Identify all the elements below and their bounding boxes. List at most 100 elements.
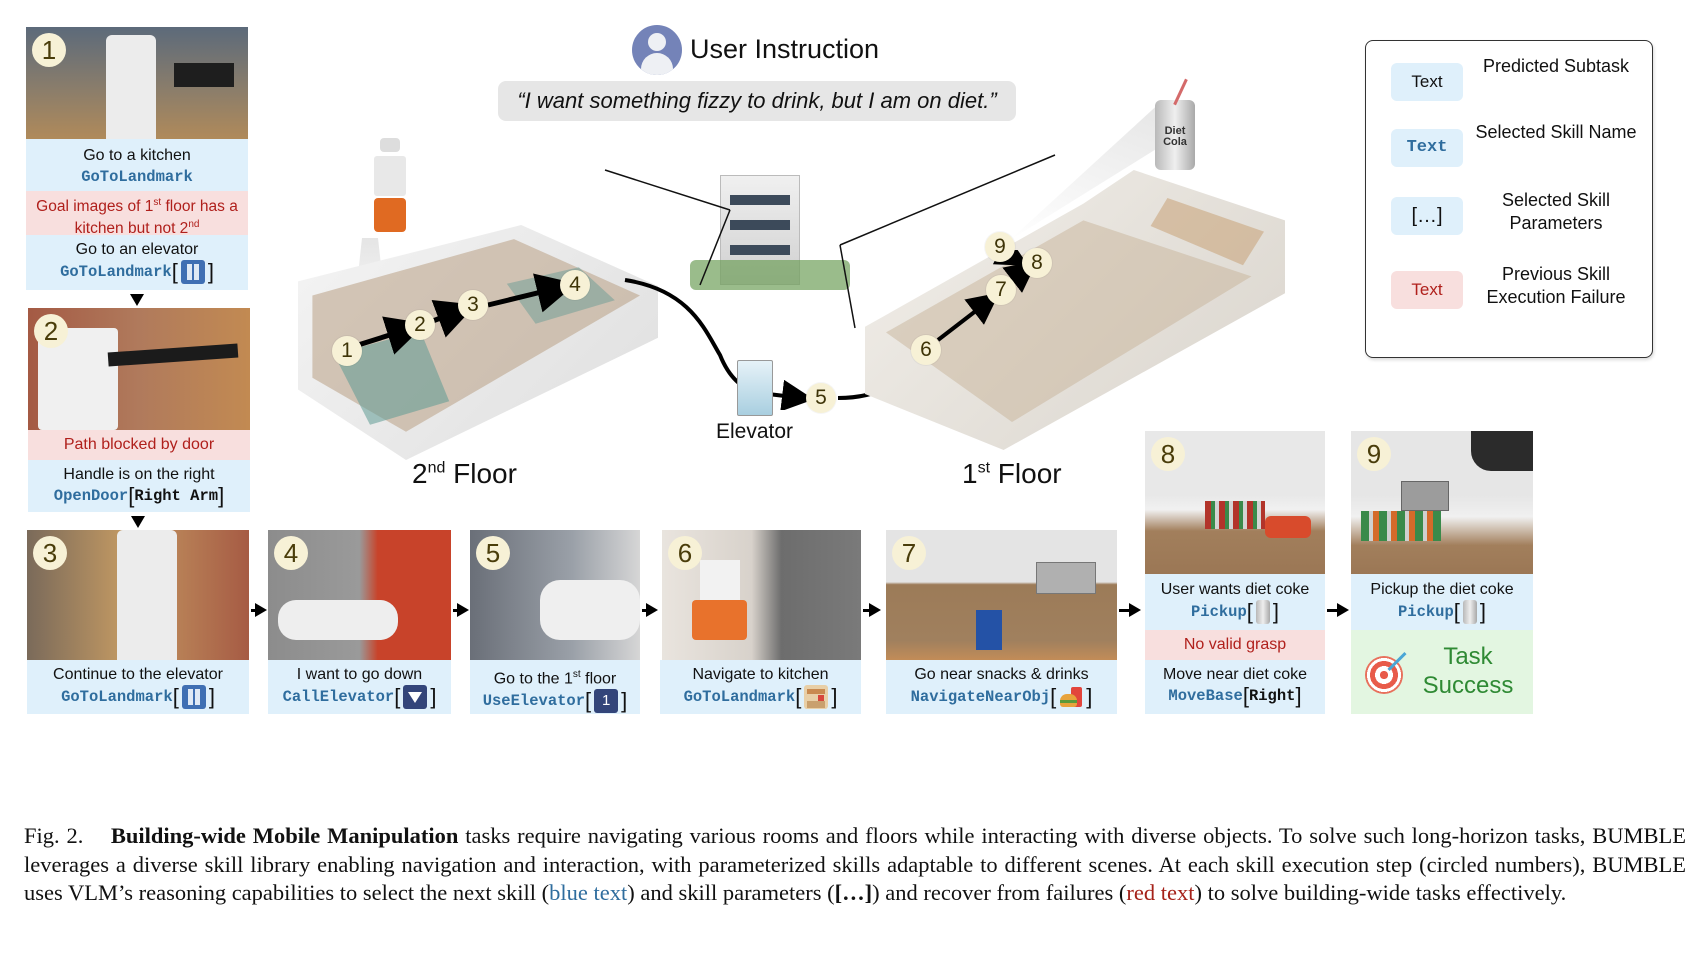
user-avatar-icon: [632, 25, 682, 75]
step-6-photo: 6: [662, 530, 861, 660]
step-8-failure-panel: No valid grasp: [1145, 630, 1325, 660]
step-1-skill-2: GoToLandmark: [60, 263, 172, 282]
step-6-badge: 6: [668, 536, 702, 570]
task-success-text: Task Success: [1422, 643, 1514, 699]
legend-label-failure: Previous Skill Execution Failure: [1486, 264, 1626, 307]
user-instruction-title: User Instruction: [690, 34, 880, 64]
user-instruction-bubble: “I want something fizzy to drink, but I …: [498, 81, 1016, 121]
step-8-photo: 8: [1145, 431, 1325, 574]
legend-label-subtask: Predicted Subtask: [1482, 56, 1630, 76]
map-waypoint-5: 5: [806, 383, 836, 413]
user-instruction-text: “I want something fizzy to drink, but I …: [517, 88, 997, 113]
step-6-subtask-panel: Navigate to kitchen GoToLandmark[]: [660, 660, 861, 714]
flow-arrow-8-9: [1327, 609, 1339, 612]
step-8-subtask-panel: User wants diet coke Pickup[]: [1145, 574, 1325, 630]
flow-arrow-3-4-head: [255, 603, 267, 617]
step-8-skill-2: MoveBase: [1168, 687, 1243, 706]
flow-arrow-5-6: [642, 609, 648, 612]
flow-arrow-4-5: [453, 609, 459, 612]
step-4-badge: 4: [274, 536, 308, 570]
legend-label-params: Selected Skill Parameters: [1501, 190, 1611, 233]
step-3-skill: GoToLandmark: [61, 688, 173, 707]
map-waypoint-7: 7: [986, 275, 1016, 305]
step-5-subtask-panel: Go to the 1st floor UseElevator[1]: [470, 660, 640, 714]
step-1-subtask-panel: Go to a kitchen GoToLandmark: [26, 139, 248, 191]
step-2-photo: 2: [28, 308, 250, 430]
map-waypoint-4: 4: [560, 270, 590, 300]
step-2-subtask: Handle is on the right: [63, 466, 215, 483]
flow-arrow-8-9-head: [1337, 603, 1349, 617]
step-2-param: Right Arm: [134, 487, 219, 506]
legend-chip-skill: Text: [1391, 129, 1463, 167]
floor-1-button-icon: 1: [594, 689, 619, 714]
map-waypoint-6: 6: [911, 335, 941, 365]
step-7-subtask: Go near snacks & drinks: [914, 666, 1089, 683]
flow-arrow-6-7-head: [869, 603, 881, 617]
step-9-badge: 9: [1357, 437, 1391, 471]
step-3-subtask-panel: Continue to the elevator GoToLandmark[]: [27, 660, 249, 714]
step-2-subtask-panel: Handle is on the right OpenDoor[Right Ar…: [28, 460, 250, 512]
flow-arrow-7-8-head: [1129, 603, 1141, 617]
legend-chip-failure: Text: [1391, 271, 1463, 309]
legend-chip-params: […]: [1391, 197, 1463, 235]
step-9-photo: 9: [1351, 431, 1533, 574]
step-1-subtask-2: Go to an elevator: [75, 241, 199, 258]
step-4-subtask: I want to go down: [296, 666, 423, 683]
elevator-icon: [180, 260, 205, 284]
elevator-image: [737, 360, 773, 416]
legend-chip-subtask: Text: [1391, 63, 1463, 101]
elevator-icon: [181, 685, 206, 709]
diet-cola-can-image: Diet Cola: [1155, 78, 1195, 170]
step-8-failure: No valid grasp: [1183, 636, 1287, 653]
soda-can-icon: [1255, 600, 1270, 624]
step-1-subtask: Go to a kitchen: [83, 147, 191, 164]
flow-arrow-5-6-head: [646, 603, 658, 617]
snacks-drinks-icon: [1059, 685, 1083, 709]
step-8-param-2: Right: [1248, 687, 1296, 706]
step-5-photo: 5: [470, 530, 640, 660]
map-waypoint-2: 2: [405, 310, 435, 340]
step-5-badge: 5: [476, 536, 510, 570]
flow-arrow-6-7: [863, 609, 871, 612]
flow-arrow-3-4: [251, 609, 257, 612]
flow-arrow-4-5-head: [457, 603, 469, 617]
caption-blue-text: blue text: [549, 880, 628, 905]
second-floor-label: 2nd Floor: [412, 458, 517, 489]
building-leader-lines: [604, 154, 1056, 329]
flow-arrow-7-8: [1119, 609, 1131, 612]
step-2-failure-panel: Path blocked by door: [28, 430, 250, 460]
step-7-badge: 7: [892, 536, 926, 570]
soda-can-icon: [1462, 600, 1477, 624]
building-image: [690, 165, 850, 300]
step-6-skill: GoToLandmark: [683, 688, 796, 707]
step-4-skill: CallElevator: [282, 688, 395, 707]
step-9-subtask-panel: Pickup the diet coke Pickup[]: [1351, 574, 1533, 630]
robot-image: [366, 138, 414, 238]
kitchen-icon: [804, 685, 829, 709]
figure-caption: Fig. 2. Building-wide Mobile Manipulatio…: [24, 823, 1687, 905]
step-2-failure: Path blocked by door: [63, 436, 215, 453]
map-waypoint-8: 8: [1022, 248, 1052, 278]
second-floor-path: [354, 273, 577, 355]
step-8-badge: 8: [1151, 437, 1185, 471]
can-label: Diet Cola: [1163, 125, 1187, 148]
step-8-subtask: User wants diet coke: [1160, 581, 1310, 598]
step-6-subtask: Navigate to kitchen: [692, 666, 829, 683]
step-4-photo: 4: [268, 530, 451, 660]
step-1-skill: GoToLandmark: [81, 168, 193, 186]
caption-bold-title: Building-wide Mobile Manipulation: [110, 823, 459, 848]
step-9-subtask: Pickup the diet coke: [1370, 581, 1514, 598]
step-2-badge: 2: [34, 314, 68, 348]
step-3-photo: 3: [27, 530, 249, 660]
step-1-subtask-2-panel: Go to an elevator GoToLandmark[]: [26, 235, 248, 290]
step-7-subtask-panel: Go near snacks & drinks NavigateNearObj[…: [886, 660, 1117, 714]
step-3-subtask: Continue to the elevator: [53, 666, 223, 683]
first-floor-label: 1st Floor: [962, 458, 1062, 489]
step-1-badge: 1: [32, 33, 66, 67]
caption-red-text: red text: [1126, 880, 1195, 905]
step-1-photo: 1: [26, 27, 248, 139]
step-2-skill: OpenDoor: [53, 487, 129, 506]
step-5-subtask: Go to the 1st floor: [493, 669, 617, 688]
step-8-subtask-2-panel: Move near diet coke MoveBase[Right]: [1145, 660, 1325, 714]
step-7-photo: 7: [886, 530, 1117, 660]
